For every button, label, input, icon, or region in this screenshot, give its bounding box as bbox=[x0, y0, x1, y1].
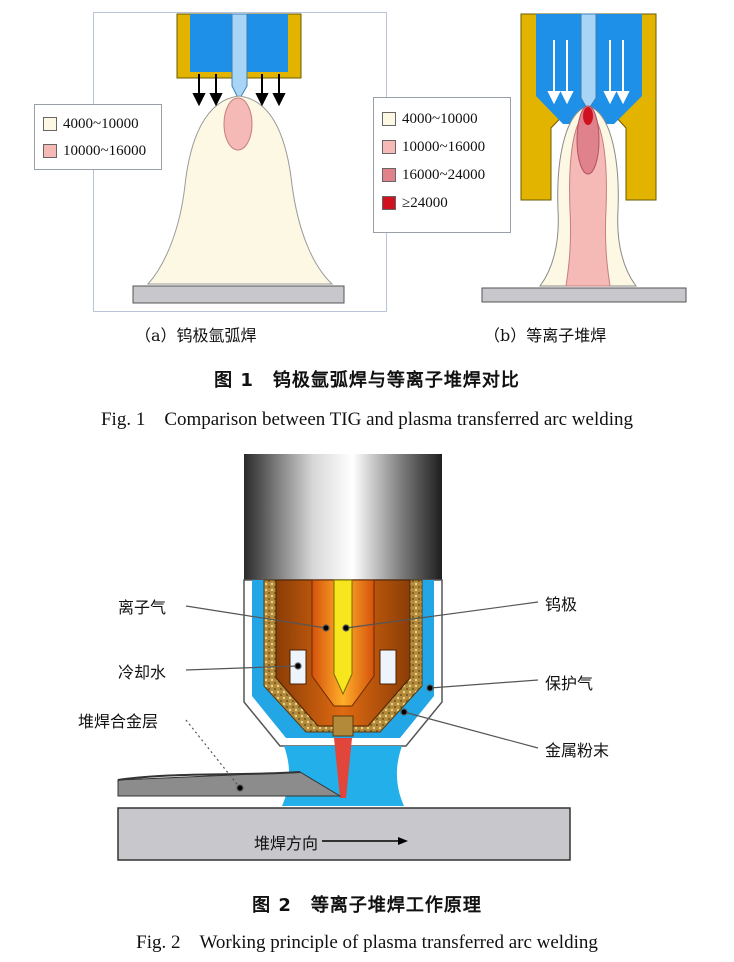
legend-label: ≥24000 bbox=[402, 194, 448, 211]
legend-item: 16000~24000 bbox=[382, 166, 485, 184]
legend-swatch bbox=[43, 117, 57, 131]
figure1-caption-en: Fig. 1 Comparison between TIG and plasma… bbox=[100, 409, 634, 430]
figure1-caption-cn: 图 1 钨极氩弧焊与等离子堆焊对比 bbox=[214, 370, 520, 391]
label-shielding-gas: 保护气 bbox=[545, 674, 594, 693]
workpiece-plate bbox=[117, 807, 571, 861]
pta-plasma-core bbox=[576, 105, 600, 175]
label-welding-direction: 堆焊方向 bbox=[254, 834, 319, 853]
legend-panel-b: 4000~10000 10000~16000 16000~24000 ≥2400… bbox=[373, 97, 511, 233]
label-cooling-water: 冷却水 bbox=[118, 663, 167, 682]
cooling-water-slot bbox=[379, 649, 397, 685]
panel-b-caption: （b）等离子堆焊 bbox=[484, 326, 607, 345]
legend-item: 10000~16000 bbox=[382, 138, 485, 156]
plasma-arc bbox=[334, 738, 352, 798]
legend-swatch bbox=[382, 196, 396, 210]
legend-swatch bbox=[382, 168, 396, 182]
tig-torch-diagram bbox=[132, 13, 687, 304]
legend-item: 4000~10000 bbox=[43, 115, 139, 133]
tig-gas-arrows bbox=[192, 74, 286, 107]
pta-electrode bbox=[580, 13, 597, 111]
label-plasma-gas: 离子气 bbox=[118, 598, 167, 617]
figure2-caption-cn: 图 2 等离子堆焊工作原理 bbox=[252, 895, 482, 916]
legend-label: 4000~10000 bbox=[402, 110, 478, 127]
legend-item: 10000~16000 bbox=[43, 142, 146, 160]
label-cladding-layer: 堆焊合金层 bbox=[78, 712, 159, 731]
tig-arc-plume bbox=[146, 95, 334, 285]
legend-label: 16000~24000 bbox=[402, 166, 486, 183]
torch-body-cylinder bbox=[244, 454, 442, 580]
pta-gas-arrows bbox=[547, 40, 630, 105]
legend-label: 4000~10000 bbox=[63, 115, 139, 132]
figure2-caption-en: Fig. 2 Working principle of plasma trans… bbox=[136, 932, 598, 953]
legend-swatch bbox=[382, 112, 396, 126]
powder-outlet bbox=[332, 715, 354, 737]
pta-plasma-mid bbox=[565, 111, 611, 287]
label-tungsten-electrode: 钨极 bbox=[545, 595, 578, 614]
legend-item: 4000~10000 bbox=[382, 110, 478, 128]
legend-swatch bbox=[382, 140, 396, 154]
legend-item: ≥24000 bbox=[382, 194, 448, 212]
plasma-torch-diagram bbox=[117, 454, 571, 861]
tig-electrode bbox=[231, 13, 248, 102]
tungsten-electrode bbox=[333, 579, 353, 696]
legend-label: 10000~16000 bbox=[402, 138, 486, 155]
tig-workpiece bbox=[132, 285, 345, 304]
legend-label: 10000~16000 bbox=[63, 142, 147, 159]
panel-a-caption: （a）钨极氩弧焊 bbox=[135, 326, 257, 345]
pta-workpiece bbox=[481, 287, 687, 303]
legend-panel-a: 4000~10000 10000~16000 bbox=[34, 104, 162, 170]
pta-plasma-hottest bbox=[583, 107, 593, 125]
legend-swatch bbox=[43, 144, 57, 158]
tig-hot-core bbox=[223, 97, 253, 151]
label-metal-powder: 金属粉末 bbox=[545, 741, 610, 760]
